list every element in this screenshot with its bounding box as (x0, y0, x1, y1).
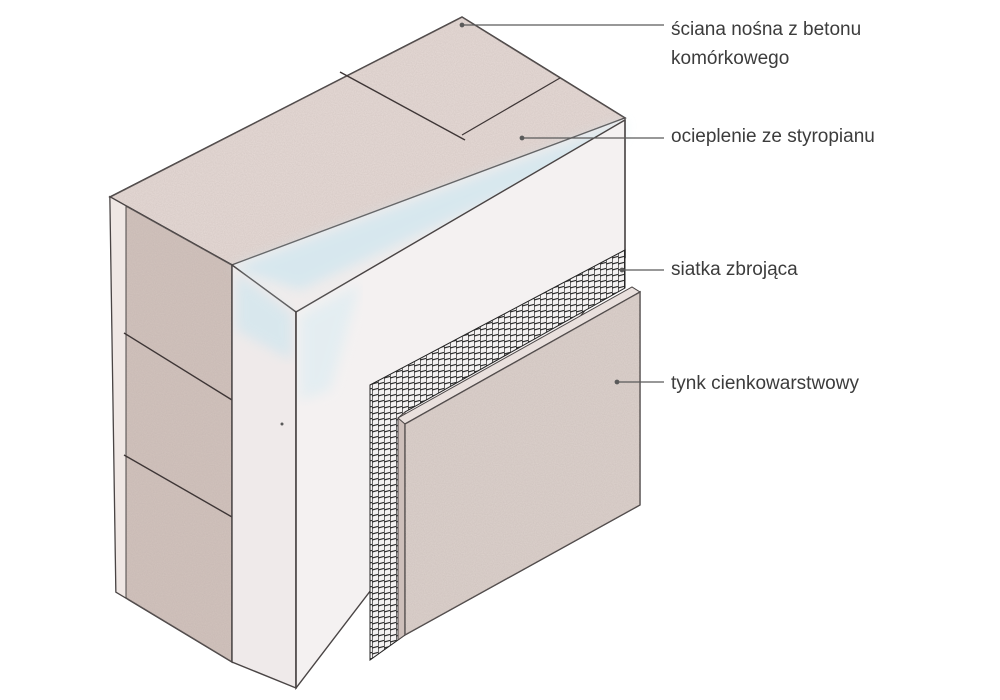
leader-lines (459, 22, 664, 385)
label-load-bearing-wall: ściana nośna z betonu komórkowego (671, 19, 862, 69)
block-joint (123, 454, 233, 518)
block-joint (339, 71, 466, 141)
label-insulation: ocieplenie ze styropianu (671, 126, 875, 147)
thin-render-layer (397, 286, 641, 641)
block-joint (461, 77, 561, 136)
label-thin-render: tynk cienkowarstwowy (671, 373, 859, 394)
block-joint (123, 332, 233, 401)
label-reinforcing-mesh: siatka zbrojąca (671, 259, 798, 280)
concrete-wall-layer (108, 16, 627, 664)
